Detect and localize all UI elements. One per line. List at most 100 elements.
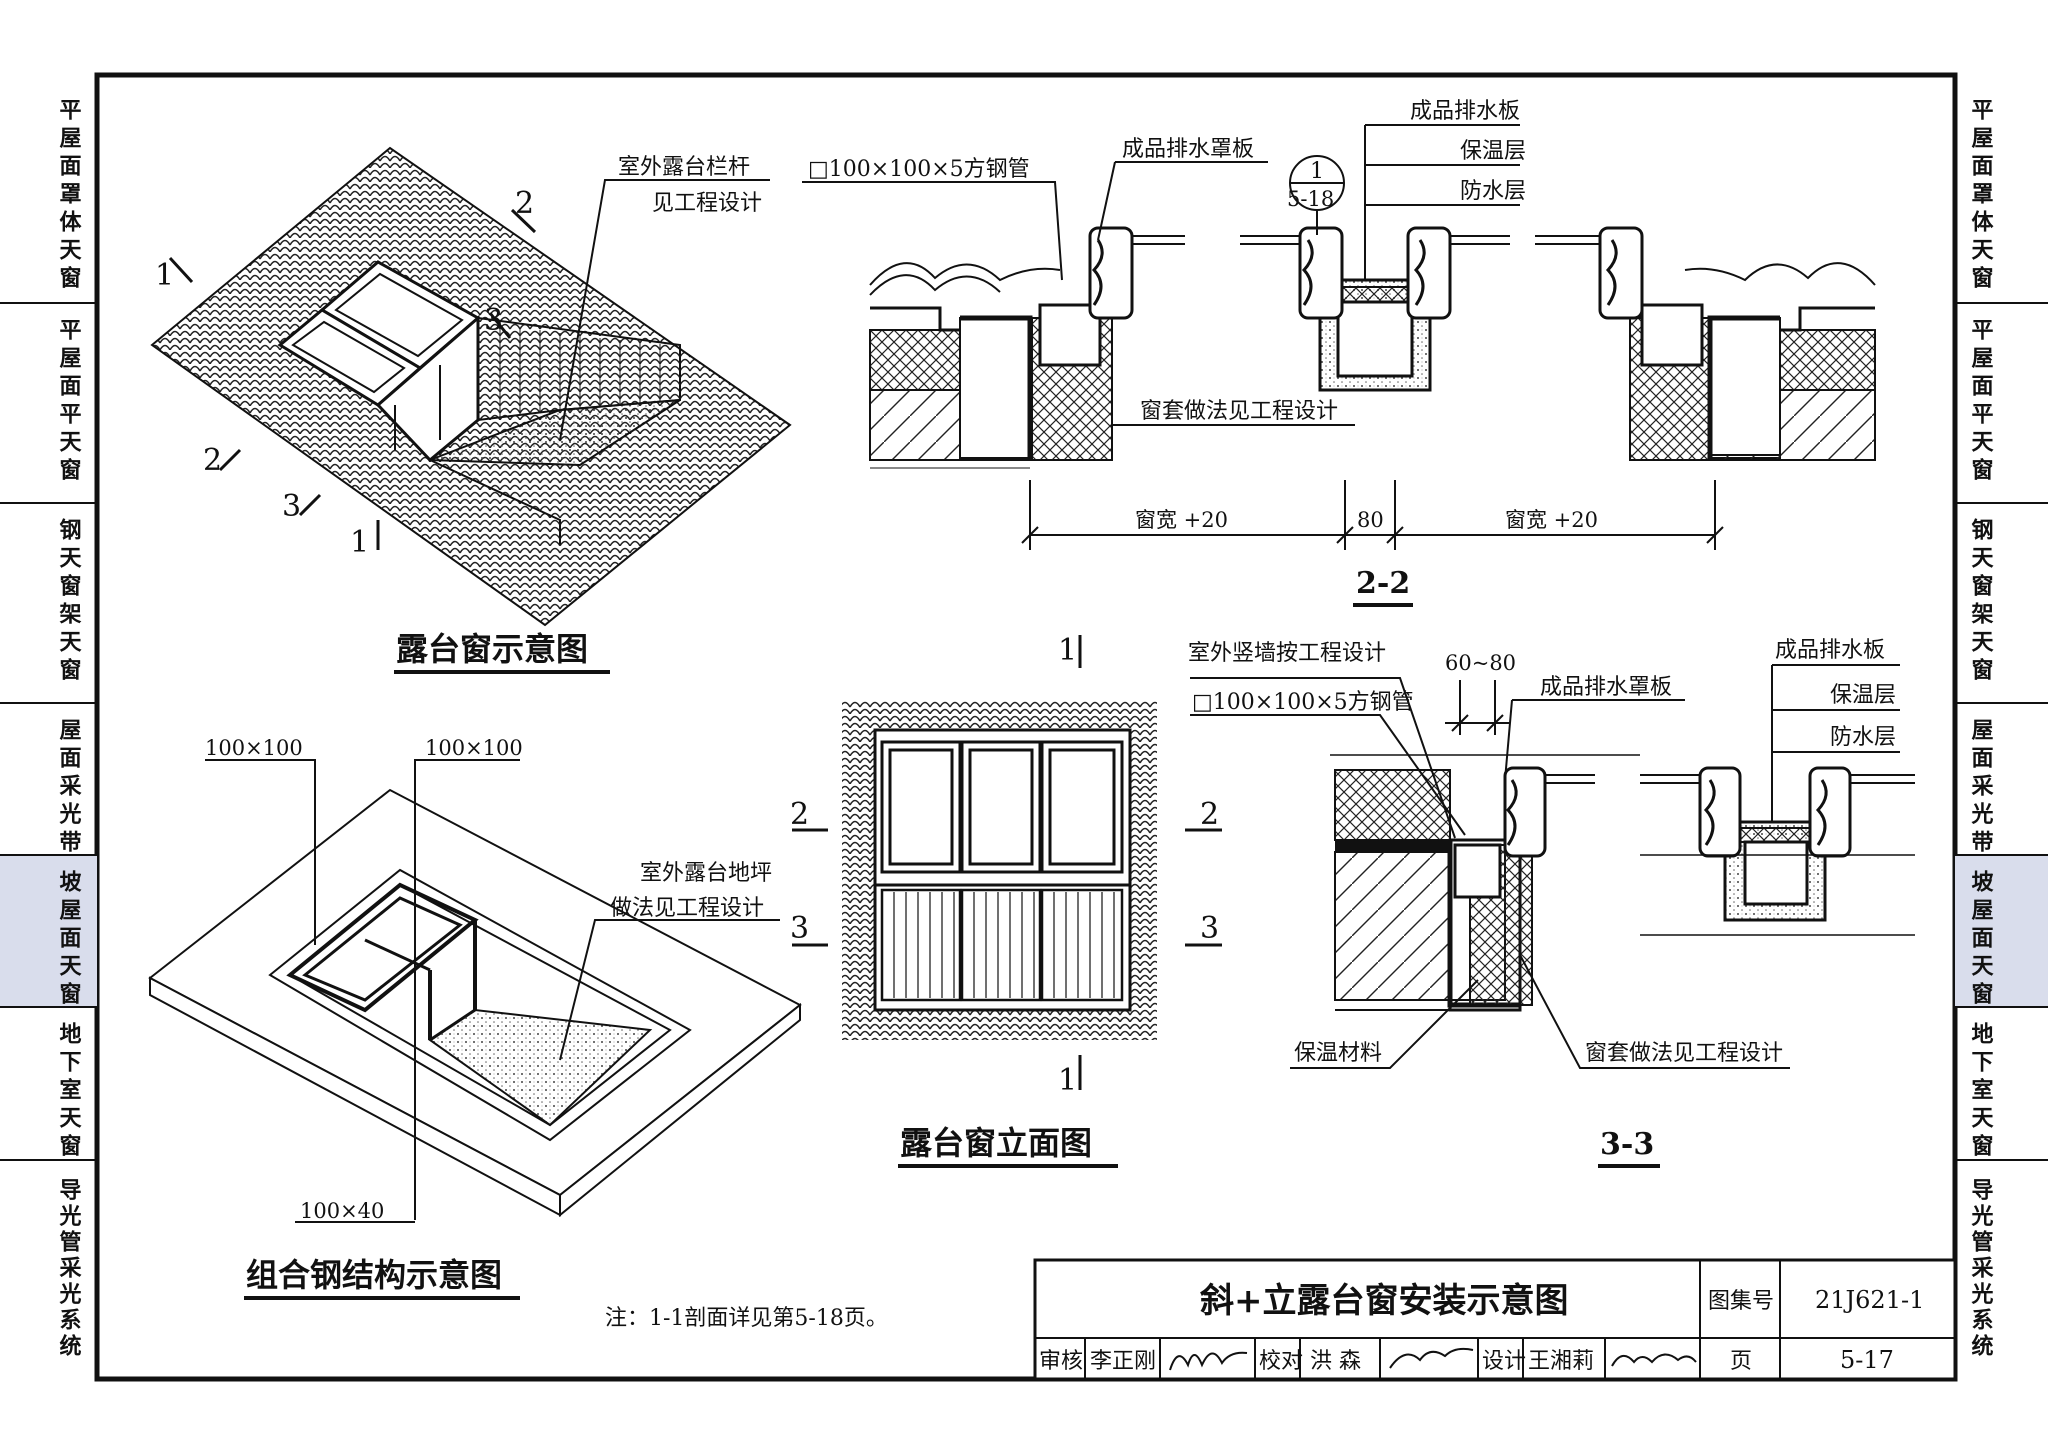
iso-cut-2-top: 2 <box>515 186 534 221</box>
s22-dim-mid: 80 <box>1357 508 1384 532</box>
s33-waterproof: 防水层 <box>1830 725 1896 750</box>
elev-cut-1-top: 1 <box>1058 633 1077 668</box>
right-tab-4[interactable]: 屋面采光带 <box>1968 718 1995 858</box>
sheet-border <box>94 72 1958 1382</box>
left-tab-4[interactable]: 屋面采光带 <box>56 718 83 858</box>
left-tab-active-bg <box>0 855 97 1007</box>
detail-ref-num: 1 <box>1310 159 1324 184</box>
right-tab-5[interactable]: 坡屋面天窗 <box>1968 870 1994 1010</box>
s22-waterproof: 防水层 <box>1460 179 1526 204</box>
s22-dimensions <box>1021 480 1724 550</box>
tb-design-label: 设计 <box>1482 1349 1526 1374</box>
s22-cover-board: 成品排水罩板 <box>1122 137 1254 162</box>
section-3-3: 室外竖墙按工程设计 □100×100×5方钢管 60~80 成品排水罩板 成品排… <box>1188 638 1915 1168</box>
tb-page-label: 页 <box>1730 1349 1752 1374</box>
elevation-window <box>873 728 1132 1012</box>
left-side-tabs: 平屋面罩体天窗 平屋面平天窗 钢天窗架天窗 屋面采光带 坡屋面天窗 地下室天窗 … <box>0 98 97 1360</box>
iso-cut-2-bottom: 2 <box>203 443 222 478</box>
dim-a: 100×100 <box>205 736 303 760</box>
iso-caption: 露台窗示意图 <box>396 630 588 668</box>
s33-cover-board: 成品排水罩板 <box>1540 675 1672 700</box>
left-tab-3[interactable]: 钢天窗架天窗 <box>56 517 82 686</box>
elevation-caption: 露台窗立面图 <box>900 1124 1092 1162</box>
railing-leader <box>559 179 770 441</box>
s33-wall-insulation <box>1334 769 1451 841</box>
s22-steel-tube: □100×100×5方钢管 <box>808 157 1030 182</box>
s22-left-insulation <box>869 329 966 391</box>
elev-cut-3-right: 3 <box>1200 911 1219 946</box>
section-2-2: □100×100×5方钢管 成品排水罩板 1 5-18 成品排水板 保温层 防水… <box>802 99 1876 607</box>
s33-slab <box>1334 851 1451 1001</box>
right-tab-6[interactable]: 地下室天窗 <box>1968 1022 1994 1162</box>
floor-leader <box>559 919 780 1061</box>
s22-right-insulation <box>1779 329 1876 391</box>
iso-cut-3-bottom: 3 <box>282 489 301 524</box>
railing-note-2: 见工程设计 <box>652 191 762 216</box>
left-tab-6[interactable]: 地下室天窗 <box>56 1022 82 1162</box>
s33-drain-board: 成品排水板 <box>1775 638 1885 663</box>
s33-title: 3-3 <box>1600 1127 1654 1162</box>
floor-area <box>428 1008 653 1127</box>
left-tab-1[interactable]: 平屋面罩体天窗 <box>56 98 82 294</box>
right-tab-7[interactable]: 导光管采光系统 <box>1968 1178 1995 1360</box>
right-tab-1[interactable]: 平屋面罩体天窗 <box>1968 98 1994 294</box>
iso-cut-1-top: 1 <box>155 258 174 293</box>
left-tab-2[interactable]: 平屋面平天窗 <box>56 318 82 486</box>
elev-cut-3-left: 3 <box>790 911 809 946</box>
s22-title: 2-2 <box>1356 566 1410 601</box>
right-tab-active-bg <box>1955 855 2048 1007</box>
footnote: 注：1-1剖面详见第5-18页。 <box>605 1306 888 1331</box>
right-side-tabs: 平屋面罩体天窗 平屋面平天窗 钢天窗架天窗 屋面采光带 坡屋面天窗 地下室天窗 … <box>1955 98 2048 1360</box>
elev-cut-2-left: 2 <box>790 797 809 832</box>
s33-gap-dim <box>1445 680 1510 735</box>
tb-check-label: 校对 <box>1259 1349 1303 1374</box>
isometric-roof-view: 室外露台栏杆 见工程设计 1 2 3 2 3 1 露台窗示意图 <box>150 146 792 674</box>
s22-frame-note: 窗套做法见工程设计 <box>1140 399 1338 424</box>
s33-gap: 60~80 <box>1445 651 1516 675</box>
elevation-view: 1 1 2 2 3 3 露台窗立面图 <box>790 633 1222 1168</box>
upper-sashes <box>880 740 1124 874</box>
right-tab-3[interactable]: 钢天窗架天窗 <box>1968 517 1994 686</box>
s22-dim-right: 窗宽 +20 <box>1505 508 1598 532</box>
title-block: 斜+立露台窗安装示意图 图集号 21J621-1 审核 李正刚 校对 洪 森 设… <box>1033 1258 1957 1381</box>
elev-cut-1-bottom: 1 <box>1058 1063 1077 1098</box>
dim-b: 100×100 <box>425 736 523 760</box>
iso-cut-1-bottom: 1 <box>350 525 369 560</box>
tb-atlas-label: 图集号 <box>1708 1289 1774 1314</box>
dim-b-leader <box>414 759 520 1220</box>
s33-insulation: 保温层 <box>1830 683 1896 708</box>
detail-ref-page: 5-18 <box>1287 187 1334 211</box>
floor-note-1: 室外露台地坪 <box>640 861 772 886</box>
s33-wall-note: 室外竖墙按工程设计 <box>1188 641 1386 666</box>
lower-railing <box>880 888 1124 1002</box>
s33-frame-note: 窗套做法见工程设计 <box>1585 1041 1783 1066</box>
tb-atlas-no: 21J621-1 <box>1815 1286 1924 1314</box>
elev-cut-2-right: 2 <box>1200 797 1219 832</box>
iso-cut-3-top: 3 <box>484 303 503 338</box>
right-tab-2[interactable]: 平屋面平天窗 <box>1968 318 1994 486</box>
left-tab-7[interactable]: 导光管采光系统 <box>56 1178 83 1360</box>
terrace-railing <box>477 316 681 422</box>
s22-drain-board: 成品排水板 <box>1410 99 1520 124</box>
steel-caption: 组合钢结构示意图 <box>246 1256 502 1294</box>
s33-insulation-material: 保温材料 <box>1294 1041 1382 1066</box>
reviewer-signature <box>1169 1351 1248 1371</box>
dim-c: 100×40 <box>300 1199 384 1223</box>
s22-insulation: 保温层 <box>1460 139 1526 164</box>
tb-page-no: 5-17 <box>1840 1346 1894 1374</box>
floor-note-2: 做法见工程设计 <box>610 896 764 921</box>
tb-designer: 王湘莉 <box>1528 1349 1594 1374</box>
tb-title: 斜+立露台窗安装示意图 <box>1200 1281 1569 1321</box>
left-tab-5[interactable]: 坡屋面天窗 <box>56 870 82 1010</box>
s33-steel-tube: □100×100×5方钢管 <box>1192 690 1414 715</box>
checker-signature <box>1389 1347 1474 1369</box>
designer-signature <box>1611 1353 1697 1367</box>
steel-structure-view: 100×100 100×100 100×40 室外露台地坪 做法见工程设计 组合… <box>148 736 802 1300</box>
railing-note-1: 室外露台栏杆 <box>618 155 750 180</box>
dim-a-leader <box>205 759 316 945</box>
s22-dim-left: 窗宽 +20 <box>1135 508 1228 532</box>
tb-review-label: 审核 <box>1039 1349 1083 1374</box>
tb-reviewer: 李正刚 <box>1090 1349 1156 1374</box>
tb-checker: 洪 森 <box>1310 1349 1361 1374</box>
